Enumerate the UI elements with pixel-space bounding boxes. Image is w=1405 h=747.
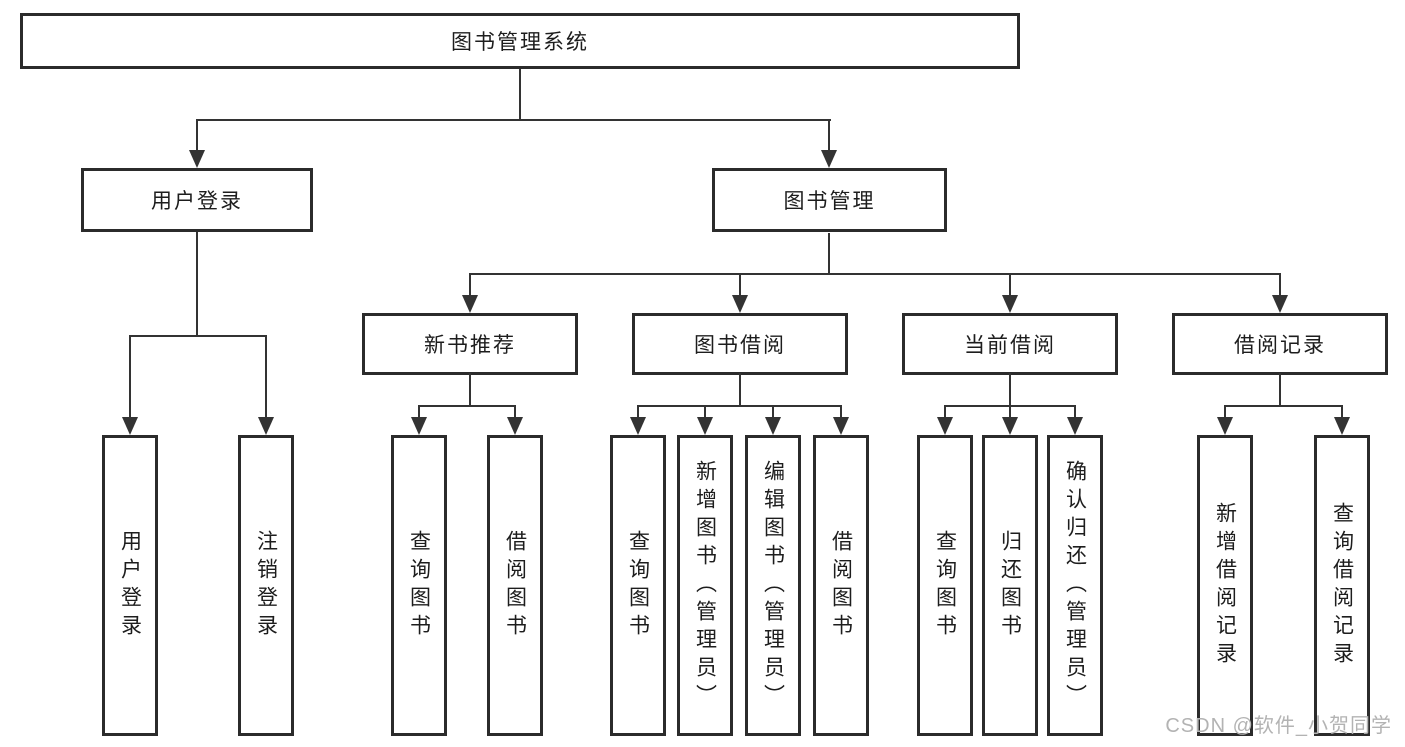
leaf-records-query: 查询借阅记录 [1314, 435, 1370, 736]
connector-book-management-trunk [828, 233, 830, 275]
connector-drop-cb-return [1009, 405, 1011, 420]
arrowhead-leaf-logout [258, 417, 274, 435]
leaf-currentborrow-confirm-label: 确认归还（管理员） [1063, 459, 1087, 712]
leaf-currentborrow-confirm: 确认归还（管理员） [1047, 435, 1103, 736]
connector-drop-new-book [469, 273, 471, 299]
leaf-records-add-label: 新增借阅记录 [1213, 501, 1237, 670]
arrowhead-nb-query [411, 417, 427, 435]
connector-borrow-records-trunk [1279, 373, 1281, 406]
arrowhead-bb-edit [765, 417, 781, 435]
arrowhead-book-borrow [732, 295, 748, 313]
connector-drop-cb-query [944, 405, 946, 420]
node-book-borrow: 图书借阅 [632, 313, 848, 375]
leaf-currentborrow-query-label: 查询图书 [933, 529, 957, 642]
leaf-bookborrow-borrow-label: 借阅图书 [829, 529, 853, 642]
arrowhead-new-book [462, 295, 478, 313]
arrowhead-borrow-records [1272, 295, 1288, 313]
leaf-bookborrow-edit-label: 编辑图书（管理员） [761, 459, 785, 712]
leaf-currentborrow-return-label: 归还图书 [998, 529, 1022, 642]
connector-drop-book-borrow [739, 273, 741, 299]
connector-drop-leaf-logout [265, 335, 267, 421]
connector-borrow-records-crossbar [1224, 405, 1343, 407]
arrowhead-book-management [821, 150, 837, 168]
connector-drop-leaf-user-login [129, 335, 131, 421]
connector-user-login-crossbar [129, 335, 267, 337]
connector-book-borrow-crossbar [637, 405, 842, 407]
connector-new-book-crossbar [418, 405, 516, 407]
connector-book-borrow-trunk [739, 373, 741, 406]
leaf-bookborrow-add: 新增图书（管理员） [677, 435, 733, 736]
arrowhead-current-borrow [1002, 295, 1018, 313]
arrowhead-bb-borrow [833, 417, 849, 435]
leaf-bookborrow-add-label: 新增图书（管理员） [693, 459, 717, 712]
arrowhead-user-login [189, 150, 205, 168]
arrowhead-cb-query [937, 417, 953, 435]
connector-root-trunk [519, 69, 521, 120]
connector-user-login-trunk [196, 232, 198, 336]
leaf-newbook-borrow-label: 借阅图书 [503, 529, 527, 642]
connector-drop-bb-query [637, 405, 639, 420]
leaf-records-add: 新增借阅记录 [1197, 435, 1253, 736]
connector-drop-nb-query [418, 405, 420, 420]
node-new-book-recommend-label: 新书推荐 [424, 334, 516, 357]
node-current-borrow-label: 当前借阅 [964, 334, 1056, 357]
leaf-logout-label: 注销登录 [254, 529, 278, 642]
node-book-management-label: 图书管理 [783, 190, 876, 213]
connector-current-borrow-trunk [1009, 373, 1011, 406]
leaf-bookborrow-query: 查询图书 [610, 435, 666, 736]
connector-drop-bb-borrow [840, 405, 842, 420]
connector-drop-book-management [828, 119, 830, 154]
leaf-logout: 注销登录 [238, 435, 294, 736]
leaf-newbook-borrow: 借阅图书 [487, 435, 543, 736]
connector-drop-nb-borrow [514, 405, 516, 420]
node-current-borrow: 当前借阅 [902, 313, 1118, 375]
leaf-user-login: 用户登录 [102, 435, 158, 736]
node-root-label: 图书管理系统 [451, 31, 589, 54]
leaf-newbook-query-label: 查询图书 [407, 529, 431, 642]
arrowhead-cb-confirm [1067, 417, 1083, 435]
leaf-bookborrow-query-label: 查询图书 [626, 529, 650, 642]
connector-drop-bb-add [704, 405, 706, 420]
connector-drop-bb-edit [772, 405, 774, 420]
leaf-user-login-label: 用户登录 [118, 529, 142, 642]
node-book-management: 图书管理 [712, 168, 947, 232]
leaf-currentborrow-return: 归还图书 [982, 435, 1038, 736]
leaf-bookborrow-borrow: 借阅图书 [813, 435, 869, 736]
node-borrow-records: 借阅记录 [1172, 313, 1388, 375]
connector-drop-cb-confirm [1074, 405, 1076, 420]
connector-drop-br-add [1224, 405, 1226, 420]
arrowhead-bb-query [630, 417, 646, 435]
connector-drop-br-query [1341, 405, 1343, 420]
connector-root-crossbar [196, 119, 831, 121]
node-book-borrow-label: 图书借阅 [694, 334, 786, 357]
node-new-book-recommend: 新书推荐 [362, 313, 578, 375]
arrowhead-br-query [1334, 417, 1350, 435]
node-user-login: 用户登录 [81, 168, 313, 232]
arrowhead-nb-borrow [507, 417, 523, 435]
connector-drop-user-login [196, 119, 198, 154]
arrowhead-leaf-user-login [122, 417, 138, 435]
connector-new-book-trunk [469, 373, 471, 406]
arrowhead-cb-return [1002, 417, 1018, 435]
connector-drop-borrow-records [1279, 273, 1281, 299]
node-borrow-records-label: 借阅记录 [1234, 334, 1326, 357]
connector-level3-crossbar [469, 273, 1281, 275]
arrowhead-br-add [1217, 417, 1233, 435]
csdn-watermark: CSDN @软件_小贺同学 [1165, 715, 1392, 737]
node-root-system: 图书管理系统 [20, 13, 1020, 69]
leaf-currentborrow-query: 查询图书 [917, 435, 973, 736]
leaf-records-query-label: 查询借阅记录 [1330, 501, 1354, 670]
leaf-newbook-query: 查询图书 [391, 435, 447, 736]
arrowhead-bb-add [697, 417, 713, 435]
leaf-bookborrow-edit: 编辑图书（管理员） [745, 435, 801, 736]
connector-drop-current-borrow [1009, 273, 1011, 299]
node-user-login-label: 用户登录 [151, 190, 243, 213]
